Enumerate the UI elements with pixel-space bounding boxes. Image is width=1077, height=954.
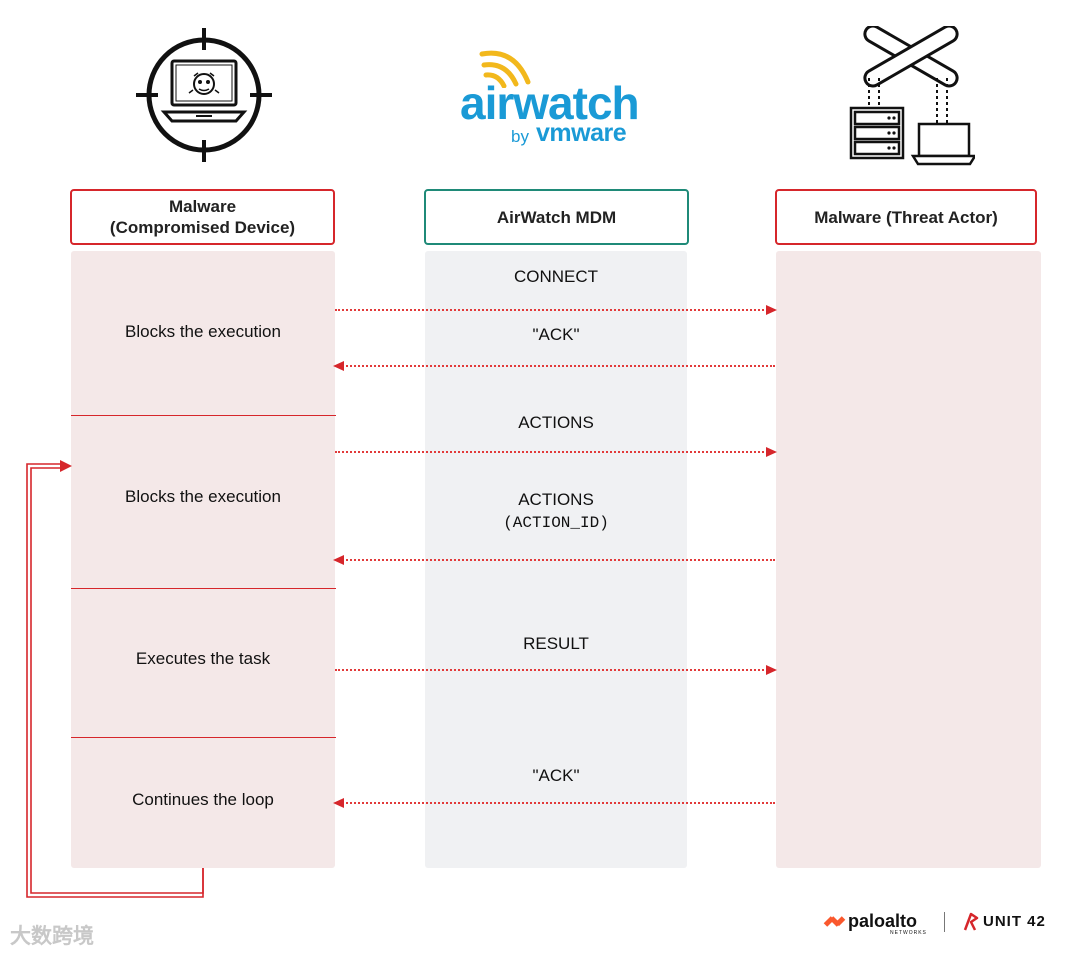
message-ack-2: "ACK" <box>532 766 580 785</box>
message-result: RESULT <box>523 634 589 653</box>
arrow-to-actor <box>335 665 777 675</box>
arrow-to-actor <box>335 305 777 315</box>
step-label-block-1: Blocks the execution <box>125 322 281 341</box>
footer-separator <box>944 912 945 932</box>
arrow-to-device <box>333 798 775 808</box>
paloalto-networks-text: NETWORKS <box>890 930 927 936</box>
right-column-header: Malware (Threat Actor) <box>775 189 1037 245</box>
message-connect: CONNECT <box>513 267 599 286</box>
crossed-tools-server-laptop-icon <box>849 26 975 166</box>
unit42-wordmark: UNIT 42 <box>983 913 1046 930</box>
step-label-execute: Executes the task <box>135 649 271 668</box>
arrow-to-device <box>333 361 775 371</box>
threat-actor-lane <box>776 251 1041 868</box>
arrow-to-device <box>333 555 775 565</box>
step-divider <box>71 588 336 589</box>
message-actions-request: ACTIONS <box>518 413 594 432</box>
airwatch-by-text: by <box>511 127 529 146</box>
step-divider <box>71 415 336 416</box>
message-actions-response: ACTIONS <box>518 490 594 509</box>
step-divider <box>71 737 336 738</box>
step-label-loop: Continues the loop <box>132 790 274 809</box>
left-column-header: Malware (Compromised Device) <box>70 189 335 245</box>
middle-column-header: AirWatch MDM <box>424 189 689 245</box>
compromised-device-lane <box>71 251 335 868</box>
arrow-to-actor <box>335 447 777 457</box>
paloalto-wordmark: paloalto <box>848 911 918 931</box>
message-action-id: (ACTION_ID) <box>503 514 609 532</box>
airwatch-wordmark: airwatch <box>460 77 640 129</box>
loop-back-arrow <box>26 460 204 898</box>
vmware-wordmark: vmware <box>536 119 627 147</box>
airwatch-signal-icon <box>479 50 531 88</box>
step-label-block-2: Blocks the execution <box>125 487 281 506</box>
unit42-logo-icon <box>963 912 979 931</box>
paloalto-logo-icon <box>823 916 846 927</box>
watermark-text: 大数跨境 <box>10 925 94 948</box>
message-ack-1: "ACK" <box>532 325 580 344</box>
crosshair-laptop-malware-icon <box>136 28 272 162</box>
